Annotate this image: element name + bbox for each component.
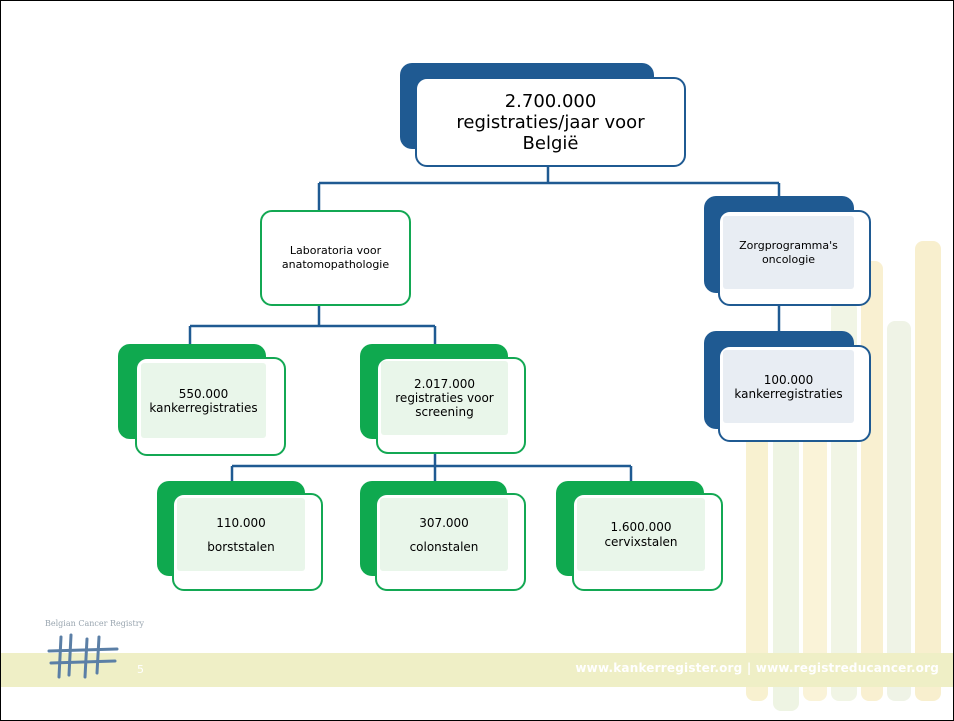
care-node-label-bg: Zorgprogramma's oncologie: [723, 216, 854, 289]
screening-node-label-bg: 2.017.000 registraties voor screening: [381, 361, 508, 435]
footer-band: [1, 653, 953, 687]
borst-node-label-bg: 110.000 borststalen: [177, 498, 305, 571]
decor-stripe: [887, 321, 911, 701]
page-number: 5: [137, 663, 144, 676]
care-child-node-label: 100.000 kankerregistraties: [734, 372, 843, 401]
borst-node-value: 110.000: [216, 515, 266, 530]
care-node-label: Zorgprogramma's oncologie: [739, 238, 838, 266]
colon-node-label-bg: 307.000 colonstalen: [380, 498, 508, 571]
brand-name: Belgian Cancer Registry: [45, 619, 145, 628]
decor-stripe: [746, 401, 768, 701]
colon-node-value: 307.000: [419, 515, 469, 530]
root-node-label: 2.700.000 registraties/jaar voor België: [456, 90, 645, 154]
decor-stripe: [915, 241, 941, 701]
cancer-reg-node-label: 550.000 kankerregistraties: [149, 386, 258, 415]
colon-node-label: colonstalen: [409, 539, 479, 554]
care-child-node-label-bg: 100.000 kankerregistraties: [723, 350, 854, 423]
cancer-reg-node-label-bg: 550.000 kankerregistraties: [141, 363, 266, 438]
registry-logo: [47, 633, 119, 679]
borst-node-label: borststalen: [207, 539, 275, 554]
cervix-node-value: 1.600.000: [610, 519, 672, 534]
cervix-node-label-bg: 1.600.000 cervixstalen: [577, 498, 705, 571]
lab-node-label: Laboratoria voor anatomopathologie: [281, 244, 390, 271]
lab-node: Laboratoria voor anatomopathologie: [260, 210, 411, 306]
cervix-node-label: cervixstalen: [604, 534, 678, 549]
screening-node-label: 2.017.000 registraties voor screening: [395, 377, 494, 419]
root-node: 2.700.000 registraties/jaar voor België: [415, 77, 686, 167]
footer-url[interactable]: www.kankerregister.org | www.registreduc…: [575, 661, 939, 675]
